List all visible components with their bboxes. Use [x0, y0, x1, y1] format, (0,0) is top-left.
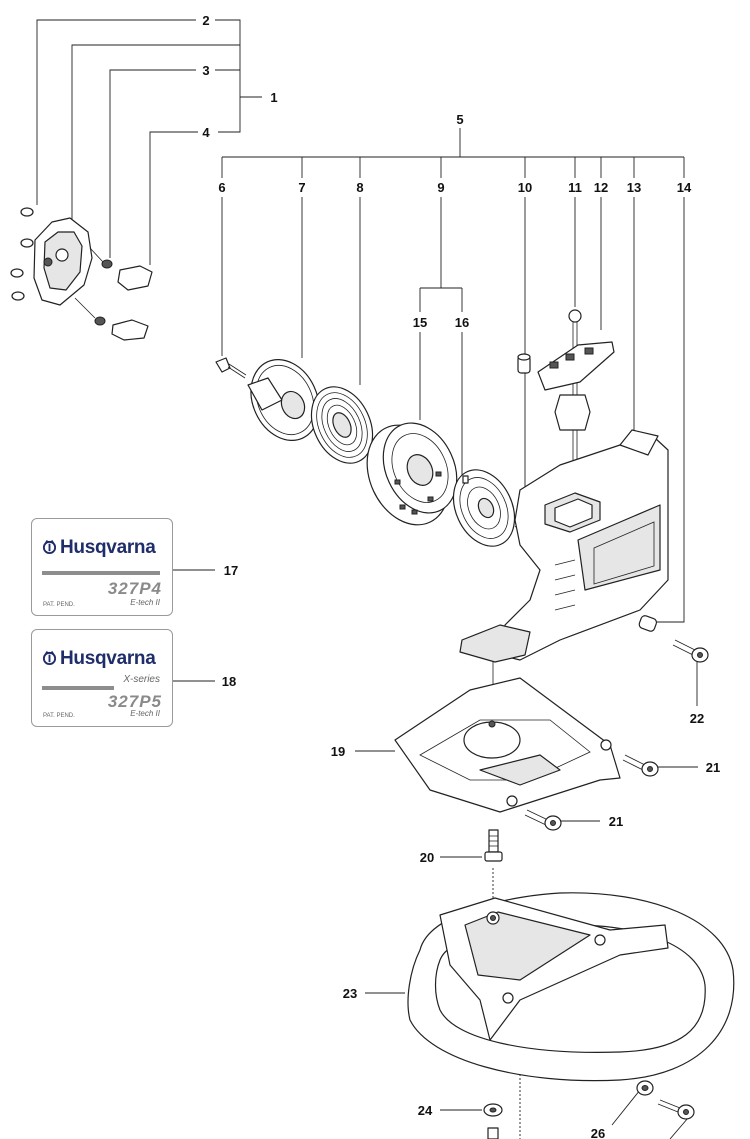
callout-4: 4 [202, 125, 210, 140]
callout-numbers: 2 3 1 4 5 6 7 8 9 10 11 12 13 14 15 16 1… [202, 13, 720, 1139]
callout-26: 26 [591, 1126, 605, 1139]
washer-24 [483, 1103, 503, 1139]
callout-22: 22 [690, 711, 704, 726]
callout-8: 8 [356, 180, 363, 195]
screw-21-lower [524, 809, 562, 831]
callout-12: 12 [594, 180, 608, 195]
rope-reel-15 [366, 422, 458, 526]
decal-series: X-series [123, 674, 160, 685]
decal-brand-name: Husqvarna [60, 537, 156, 558]
callout-7: 7 [298, 180, 305, 195]
callout-16: 16 [455, 315, 469, 330]
washer-26 [636, 1080, 695, 1120]
starter-handle-11-12 [537, 309, 615, 470]
decal-tech: E-tech II [130, 709, 160, 718]
callout-17: 17 [224, 563, 238, 578]
callout-14: 14 [677, 180, 692, 195]
callout-15: 15 [413, 315, 427, 330]
screw-20 [484, 829, 503, 862]
decal-stripe [42, 686, 114, 690]
starter-housing-13 [459, 429, 669, 663]
starter-pawl-assembly [10, 207, 153, 341]
callout-10: 10 [518, 180, 532, 195]
callout-6: 6 [218, 180, 225, 195]
decal-327p5: Husqvarna X-series 327P5 PAT. PEND. E-te… [31, 629, 173, 727]
screw-22 [672, 639, 709, 663]
callout-21-upper: 21 [706, 760, 720, 775]
spring-16 [452, 469, 516, 547]
callout-21-lower: 21 [609, 814, 623, 829]
callout-18: 18 [222, 674, 236, 689]
husqvarna-crown-logo-icon [42, 650, 57, 665]
spring-8 [310, 386, 374, 464]
decal-patent: PAT. PEND. [43, 602, 75, 608]
decal-model: 327P4 [107, 579, 162, 598]
callout-1: 1 [270, 90, 277, 105]
decal-tech: E-tech II [130, 598, 160, 607]
callout-5: 5 [456, 112, 463, 127]
decal-brand-row: Husqvarna [42, 648, 156, 670]
pulley-7 [247, 359, 320, 441]
callout-13: 13 [627, 180, 641, 195]
base-plate-19 [394, 677, 621, 813]
decal-model: 327P5 [107, 692, 162, 711]
callout-20: 20 [420, 850, 434, 865]
decal-stripe [42, 571, 160, 575]
harness-frame-23 [407, 892, 735, 1082]
bushing-14 [638, 615, 658, 632]
callout-2: 2 [202, 13, 209, 28]
bushing-10 [517, 353, 531, 374]
decal-brand-row: Husqvarna [42, 537, 156, 559]
callout-24: 24 [418, 1103, 433, 1118]
callout-11: 11 [568, 180, 582, 195]
callout-3: 3 [202, 63, 209, 78]
callout-9: 9 [437, 180, 444, 195]
callout-23: 23 [343, 986, 357, 1001]
decal-patent: PAT. PEND. [43, 713, 75, 719]
decal-327p4: Husqvarna 327P4 PAT. PEND. E-tech II [31, 518, 173, 616]
screw-21-upper [622, 754, 659, 777]
husqvarna-crown-logo-icon [42, 539, 57, 554]
decal-brand-name: Husqvarna [60, 648, 156, 669]
screw-6 [215, 357, 247, 379]
callout-19: 19 [331, 744, 345, 759]
